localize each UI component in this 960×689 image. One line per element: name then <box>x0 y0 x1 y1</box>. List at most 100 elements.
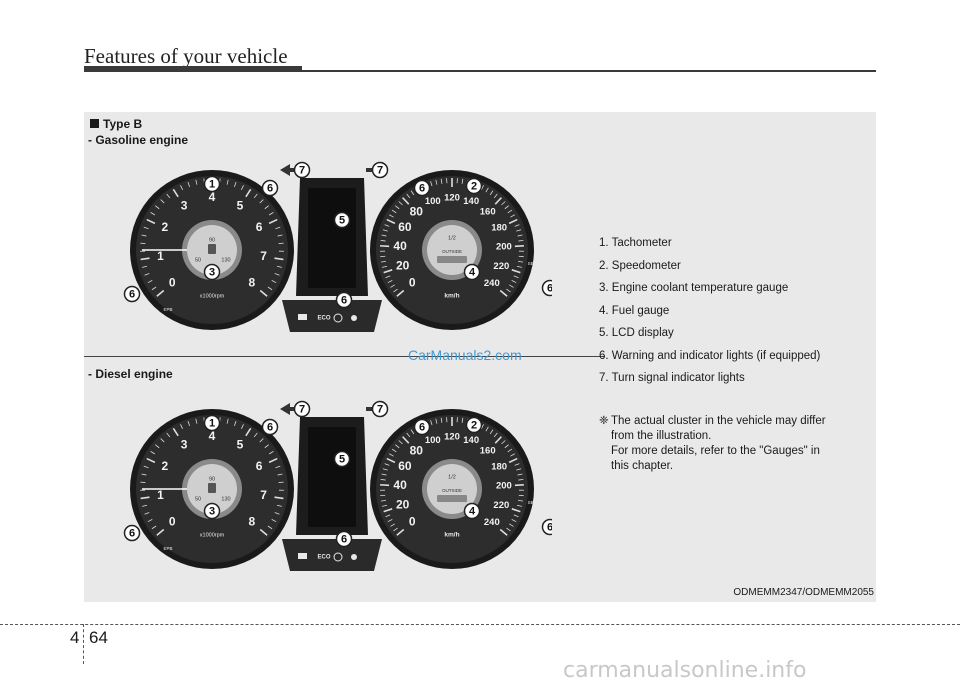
tach-tick <box>156 528 165 536</box>
tach-tick <box>141 234 147 237</box>
speed-tick <box>514 463 520 466</box>
type-label: Type B <box>90 117 142 131</box>
lcd-screen <box>308 427 356 527</box>
speed-tick <box>406 193 411 199</box>
afls-icon: AFLS <box>514 307 525 312</box>
callout-warning-lights-circle <box>123 524 141 542</box>
speed-tick <box>508 218 518 225</box>
speed-tick <box>382 504 388 507</box>
epb-icon: EPB <box>163 307 172 312</box>
legend-item: 1. Tachometer <box>599 237 672 249</box>
speed-tick <box>384 224 390 227</box>
tach-tick <box>277 473 283 476</box>
callout-speedometer: 2 <box>471 419 477 431</box>
speed-tick <box>381 234 387 237</box>
callout-warning-lights-circle <box>413 418 431 436</box>
tach-tick <box>233 420 237 426</box>
speed-tick <box>511 519 517 523</box>
tach-tick <box>144 512 150 515</box>
legend-item: 7. Turn signal indicator lights <box>599 372 745 384</box>
speed-dial-number: 120 <box>444 193 460 204</box>
header-rule-thin <box>302 70 876 72</box>
tach-tick <box>274 512 280 515</box>
speed-dial-number: 20 <box>396 259 410 273</box>
tach-tick <box>160 438 165 443</box>
indicator-panel <box>282 539 382 571</box>
turn-left-arrow-icon <box>280 164 290 176</box>
tach-dial-number: 4 <box>209 429 216 443</box>
callout-speedometer-circle <box>465 416 483 434</box>
speed-tick <box>493 432 498 438</box>
note-body: The actual cluster in the vehicle may di… <box>611 414 874 474</box>
speed-tick <box>391 448 397 453</box>
callout-warning-lights-circle <box>261 418 279 436</box>
callout-turn-left: 7 <box>299 403 305 415</box>
tach-tick <box>226 418 229 424</box>
tach-tick <box>195 179 198 185</box>
temp-max-label: 130 <box>221 496 230 502</box>
speed-tick <box>514 245 524 248</box>
speed-tick <box>380 478 386 481</box>
tach-tick <box>147 280 153 284</box>
callout-turn-right-circle <box>371 400 389 418</box>
note-line: For more details, refer to the "Gauges" … <box>611 445 820 457</box>
speed-tick <box>389 214 394 218</box>
speed-tick <box>514 484 524 487</box>
speed-tick <box>383 508 393 513</box>
callout-warning-lights: 6 <box>547 282 552 294</box>
callout-turn-right-circle <box>371 161 389 179</box>
speed-tick <box>489 429 494 435</box>
speed-dial-number: 100 <box>425 196 441 207</box>
afls-icon: AFLS <box>514 546 525 551</box>
tach-tick <box>160 199 165 204</box>
tach-tick <box>144 273 150 276</box>
tach-tick <box>166 432 171 438</box>
tach-tick <box>259 528 268 536</box>
legend-item: 5. LCD display <box>599 327 674 339</box>
tach-tick <box>264 205 269 210</box>
legend-item: 6. Warning and indicator lights (if equi… <box>599 349 821 362</box>
speed-tick <box>516 265 522 268</box>
tach-tick <box>264 444 269 449</box>
tach-tick <box>143 226 149 230</box>
callout-fuel-gauge: 4 <box>469 266 476 278</box>
speed-tick <box>461 178 464 184</box>
speed-tick <box>517 473 523 476</box>
section-divider <box>84 356 605 357</box>
tach-tick <box>268 212 274 216</box>
speed-tick <box>504 444 509 449</box>
speed-tick <box>510 214 515 218</box>
type-label-text: Type B <box>103 117 143 131</box>
callout-temp-gauge-circle <box>203 502 221 520</box>
speed-dial-number: 80 <box>410 204 424 218</box>
tach-tick <box>268 218 278 225</box>
speed-tick <box>380 260 387 263</box>
callout-lcd-circle <box>333 450 351 468</box>
lcd-screen <box>308 188 356 288</box>
speed-tick <box>518 478 524 481</box>
speed-tick <box>402 197 410 205</box>
speed-tick <box>501 440 506 445</box>
brake-warning-icon <box>333 313 343 323</box>
tach-tick <box>166 193 171 199</box>
tach-tick <box>151 525 157 530</box>
tach-tick <box>140 257 150 261</box>
eco-icon: ECO <box>317 555 330 561</box>
callout-tachometer-circle <box>203 175 221 193</box>
speed-tick <box>387 280 393 284</box>
tach-tick <box>155 444 160 449</box>
tach-dial-number: 3 <box>181 437 188 451</box>
tach-tick <box>253 193 258 199</box>
speed-tick <box>485 187 489 193</box>
speed-tick <box>410 429 415 435</box>
speed-dial-number: 180 <box>491 462 507 473</box>
callout-warning-lights-circle <box>541 518 552 536</box>
turn-right-arrow-icon <box>366 168 374 172</box>
thermometer-icon <box>208 483 216 493</box>
speed-tick <box>485 426 489 432</box>
speed-tick <box>501 201 506 206</box>
speed-dial-number: 120 <box>444 432 460 443</box>
tach-unit-label: x1000rpm <box>200 293 225 299</box>
speed-tick <box>395 205 400 210</box>
